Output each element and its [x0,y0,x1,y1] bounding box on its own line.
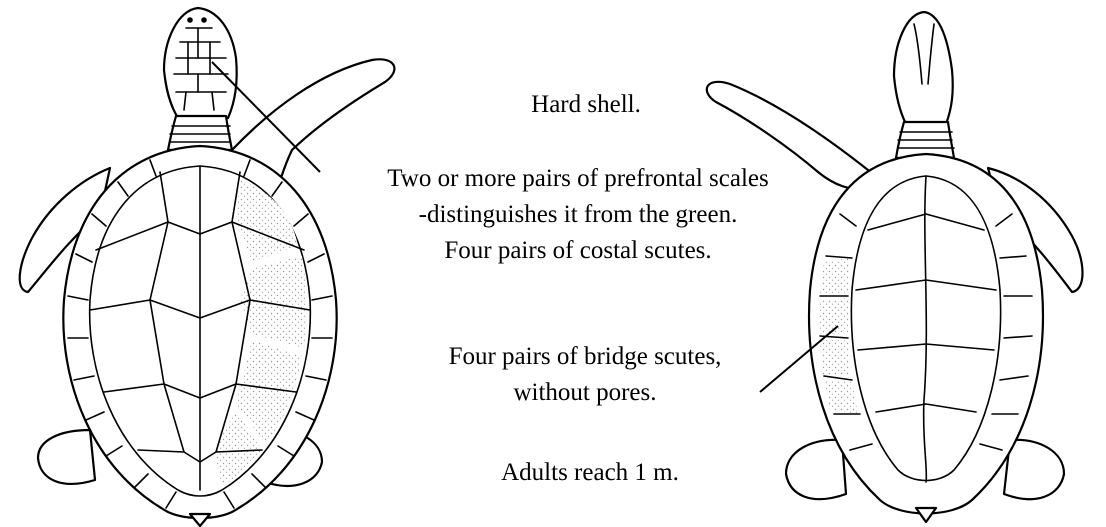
dorsal-left-rear-flipper [38,430,95,484]
ventral-tail [916,508,936,522]
dorsal-head [164,8,237,118]
bridge-scutes-label: Four pairs of bridge scutes, [400,342,770,372]
without-pores-label: without pores. [400,378,770,408]
distinguishes-label: -distinguishes it from the green. [318,200,838,230]
turtle-ventral-view [707,12,1083,522]
hard-shell-label: Hard shell. [486,90,686,120]
ventral-left-rear-flipper [786,440,846,499]
adult-size-label: Adults reach 1 m. [460,458,720,488]
turtle-dorsal-view [20,8,395,526]
ventral-right-rear-flipper [1004,440,1064,499]
prefrontal-scales-label: Two or more pairs of prefrontal scales [318,164,838,194]
costal-scutes-label: Four pairs of costal scutes. [318,236,838,266]
ventral-head [894,12,953,124]
dorsal-tail [190,514,210,526]
ventral-bridge-stipple-3 [820,340,850,376]
